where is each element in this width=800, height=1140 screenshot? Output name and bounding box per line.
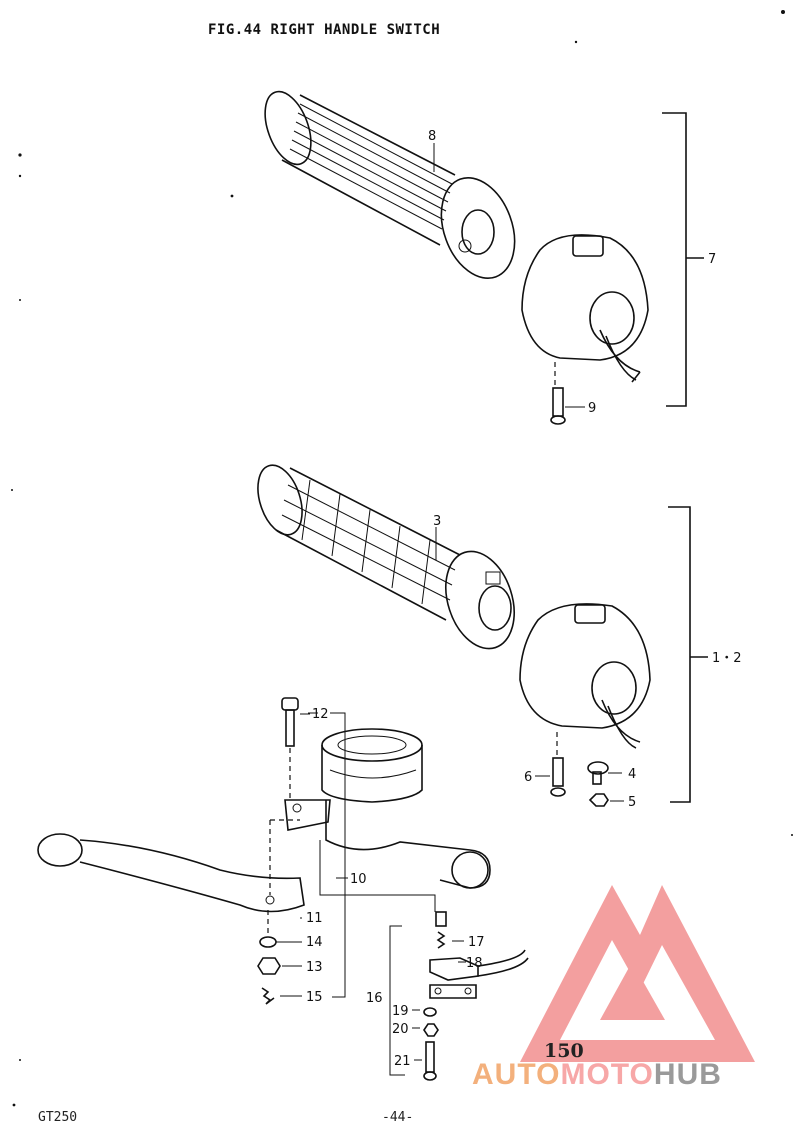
screw-6 — [535, 732, 566, 797]
leader-lines-right — [389, 925, 466, 1076]
label-12: 12 — [312, 707, 329, 722]
label-15: 15 — [306, 990, 323, 1005]
scan-specks — [11, 10, 793, 1107]
figure-title: FIG.44 RIGHT HANDLE SWITCH — [208, 22, 441, 38]
label-10: 10 — [350, 872, 367, 887]
spring-15 — [261, 987, 275, 1005]
label-1-2: 1・2 — [712, 651, 742, 666]
stamp-number: 150 — [544, 1040, 584, 1062]
watermark-logo — [520, 885, 755, 1062]
leader-lines-left — [276, 712, 436, 998]
label-9: 9 — [588, 401, 596, 416]
bolt-12 — [281, 697, 310, 800]
label-20: 20 — [392, 1022, 409, 1037]
label-8: 8 — [428, 129, 436, 144]
label-6: 6 — [524, 770, 532, 785]
grip-3 — [257, 464, 515, 650]
watermark-text: AUTOMOTOHUB — [472, 1058, 722, 1091]
label-17: 17 — [468, 935, 485, 950]
footer-model: GT250 — [38, 1110, 78, 1125]
label-5: 5 — [628, 795, 636, 810]
washer-14 — [259, 910, 277, 948]
grip-8 — [264, 90, 516, 280]
label-14: 14 — [306, 935, 323, 950]
label-3: 3 — [433, 514, 441, 529]
part-4 — [587, 761, 622, 785]
footer-page-number: -44- — [382, 1110, 414, 1125]
nut-5 — [588, 793, 624, 807]
nut-13 — [257, 957, 281, 975]
switch-housing-1-2 — [519, 603, 651, 749]
label-18: 18 — [466, 956, 483, 971]
master-cylinder-10 — [284, 728, 491, 889]
bracket-1-2 — [668, 506, 708, 803]
label-7: 7 — [708, 252, 716, 267]
screw-9 — [550, 362, 585, 425]
lever-11 — [37, 819, 305, 913]
label-16: 16 — [366, 991, 383, 1006]
label-13: 13 — [306, 960, 323, 975]
label-21: 21 — [394, 1054, 411, 1069]
label-11: 11 — [306, 911, 323, 926]
bracket-7 — [662, 112, 704, 407]
switch-housing-7 — [521, 234, 649, 383]
label-19: 19 — [392, 1004, 409, 1019]
label-4: 4 — [628, 767, 636, 782]
brake-switch-assembly — [423, 911, 529, 1081]
